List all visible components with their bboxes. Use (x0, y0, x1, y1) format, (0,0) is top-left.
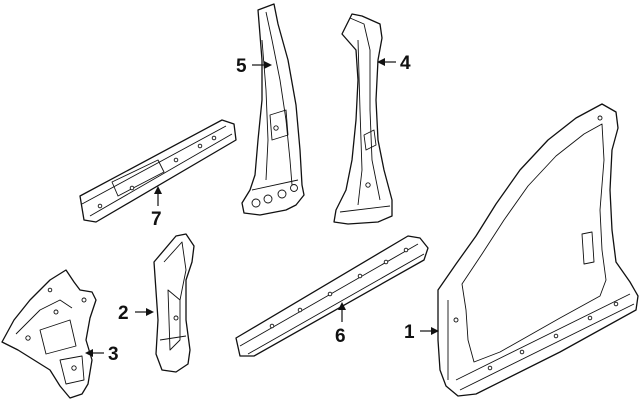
callout-7: 7 (151, 186, 162, 230)
callout-1: 1 (404, 322, 439, 343)
part-2-hinge-pillar-reinforcement[interactable] (153, 233, 195, 373)
callout-label: 1 (404, 322, 415, 343)
part-3-cowl-side-panel[interactable] (1, 269, 97, 399)
callout-2: 2 (118, 303, 154, 324)
part-1-body-side-aperture[interactable] (437, 103, 639, 397)
part-5-center-pillar-reinforcement[interactable] (241, 3, 305, 216)
callout-label: 5 (236, 56, 247, 77)
part-4-center-pillar-outer[interactable] (333, 13, 393, 225)
callout-6: 6 (335, 302, 346, 347)
callout-4: 4 (377, 53, 411, 74)
callout-label: 4 (400, 53, 411, 74)
callout-label: 6 (335, 326, 346, 347)
part-7-rocker-reinforcement[interactable] (79, 119, 237, 223)
callout-label: 2 (118, 303, 129, 324)
callout-5: 5 (236, 56, 272, 77)
callout-label: 3 (108, 344, 119, 365)
callout-label: 7 (151, 209, 162, 230)
part-6-rocker-panel[interactable] (235, 235, 429, 357)
callout-3: 3 (85, 344, 119, 365)
